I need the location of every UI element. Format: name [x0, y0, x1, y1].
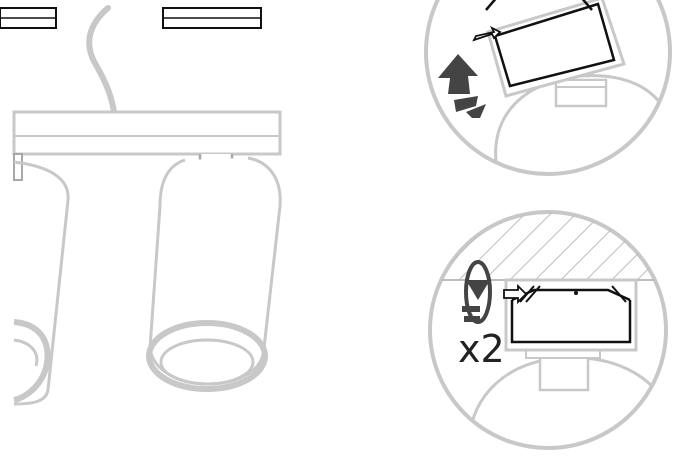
ceiling-mount-right — [162, 7, 262, 29]
detail-circle-bottom: x2 — [428, 210, 668, 450]
clip-arrow-icon — [503, 283, 528, 305]
track-bar — [12, 110, 282, 156]
power-cable — [86, 5, 117, 115]
main-illustration — [0, 5, 282, 406]
multiplier-label: x2 — [458, 327, 505, 371]
spotlight-left — [13, 153, 70, 406]
rotation-arrow-icon — [462, 260, 492, 324]
detail-circle-top — [424, 0, 672, 176]
ceiling-mount-left — [0, 7, 57, 29]
clip-arrow-icon — [472, 25, 502, 42]
spotlight-right — [146, 154, 282, 392]
rotate-arrow-icon — [438, 54, 486, 118]
